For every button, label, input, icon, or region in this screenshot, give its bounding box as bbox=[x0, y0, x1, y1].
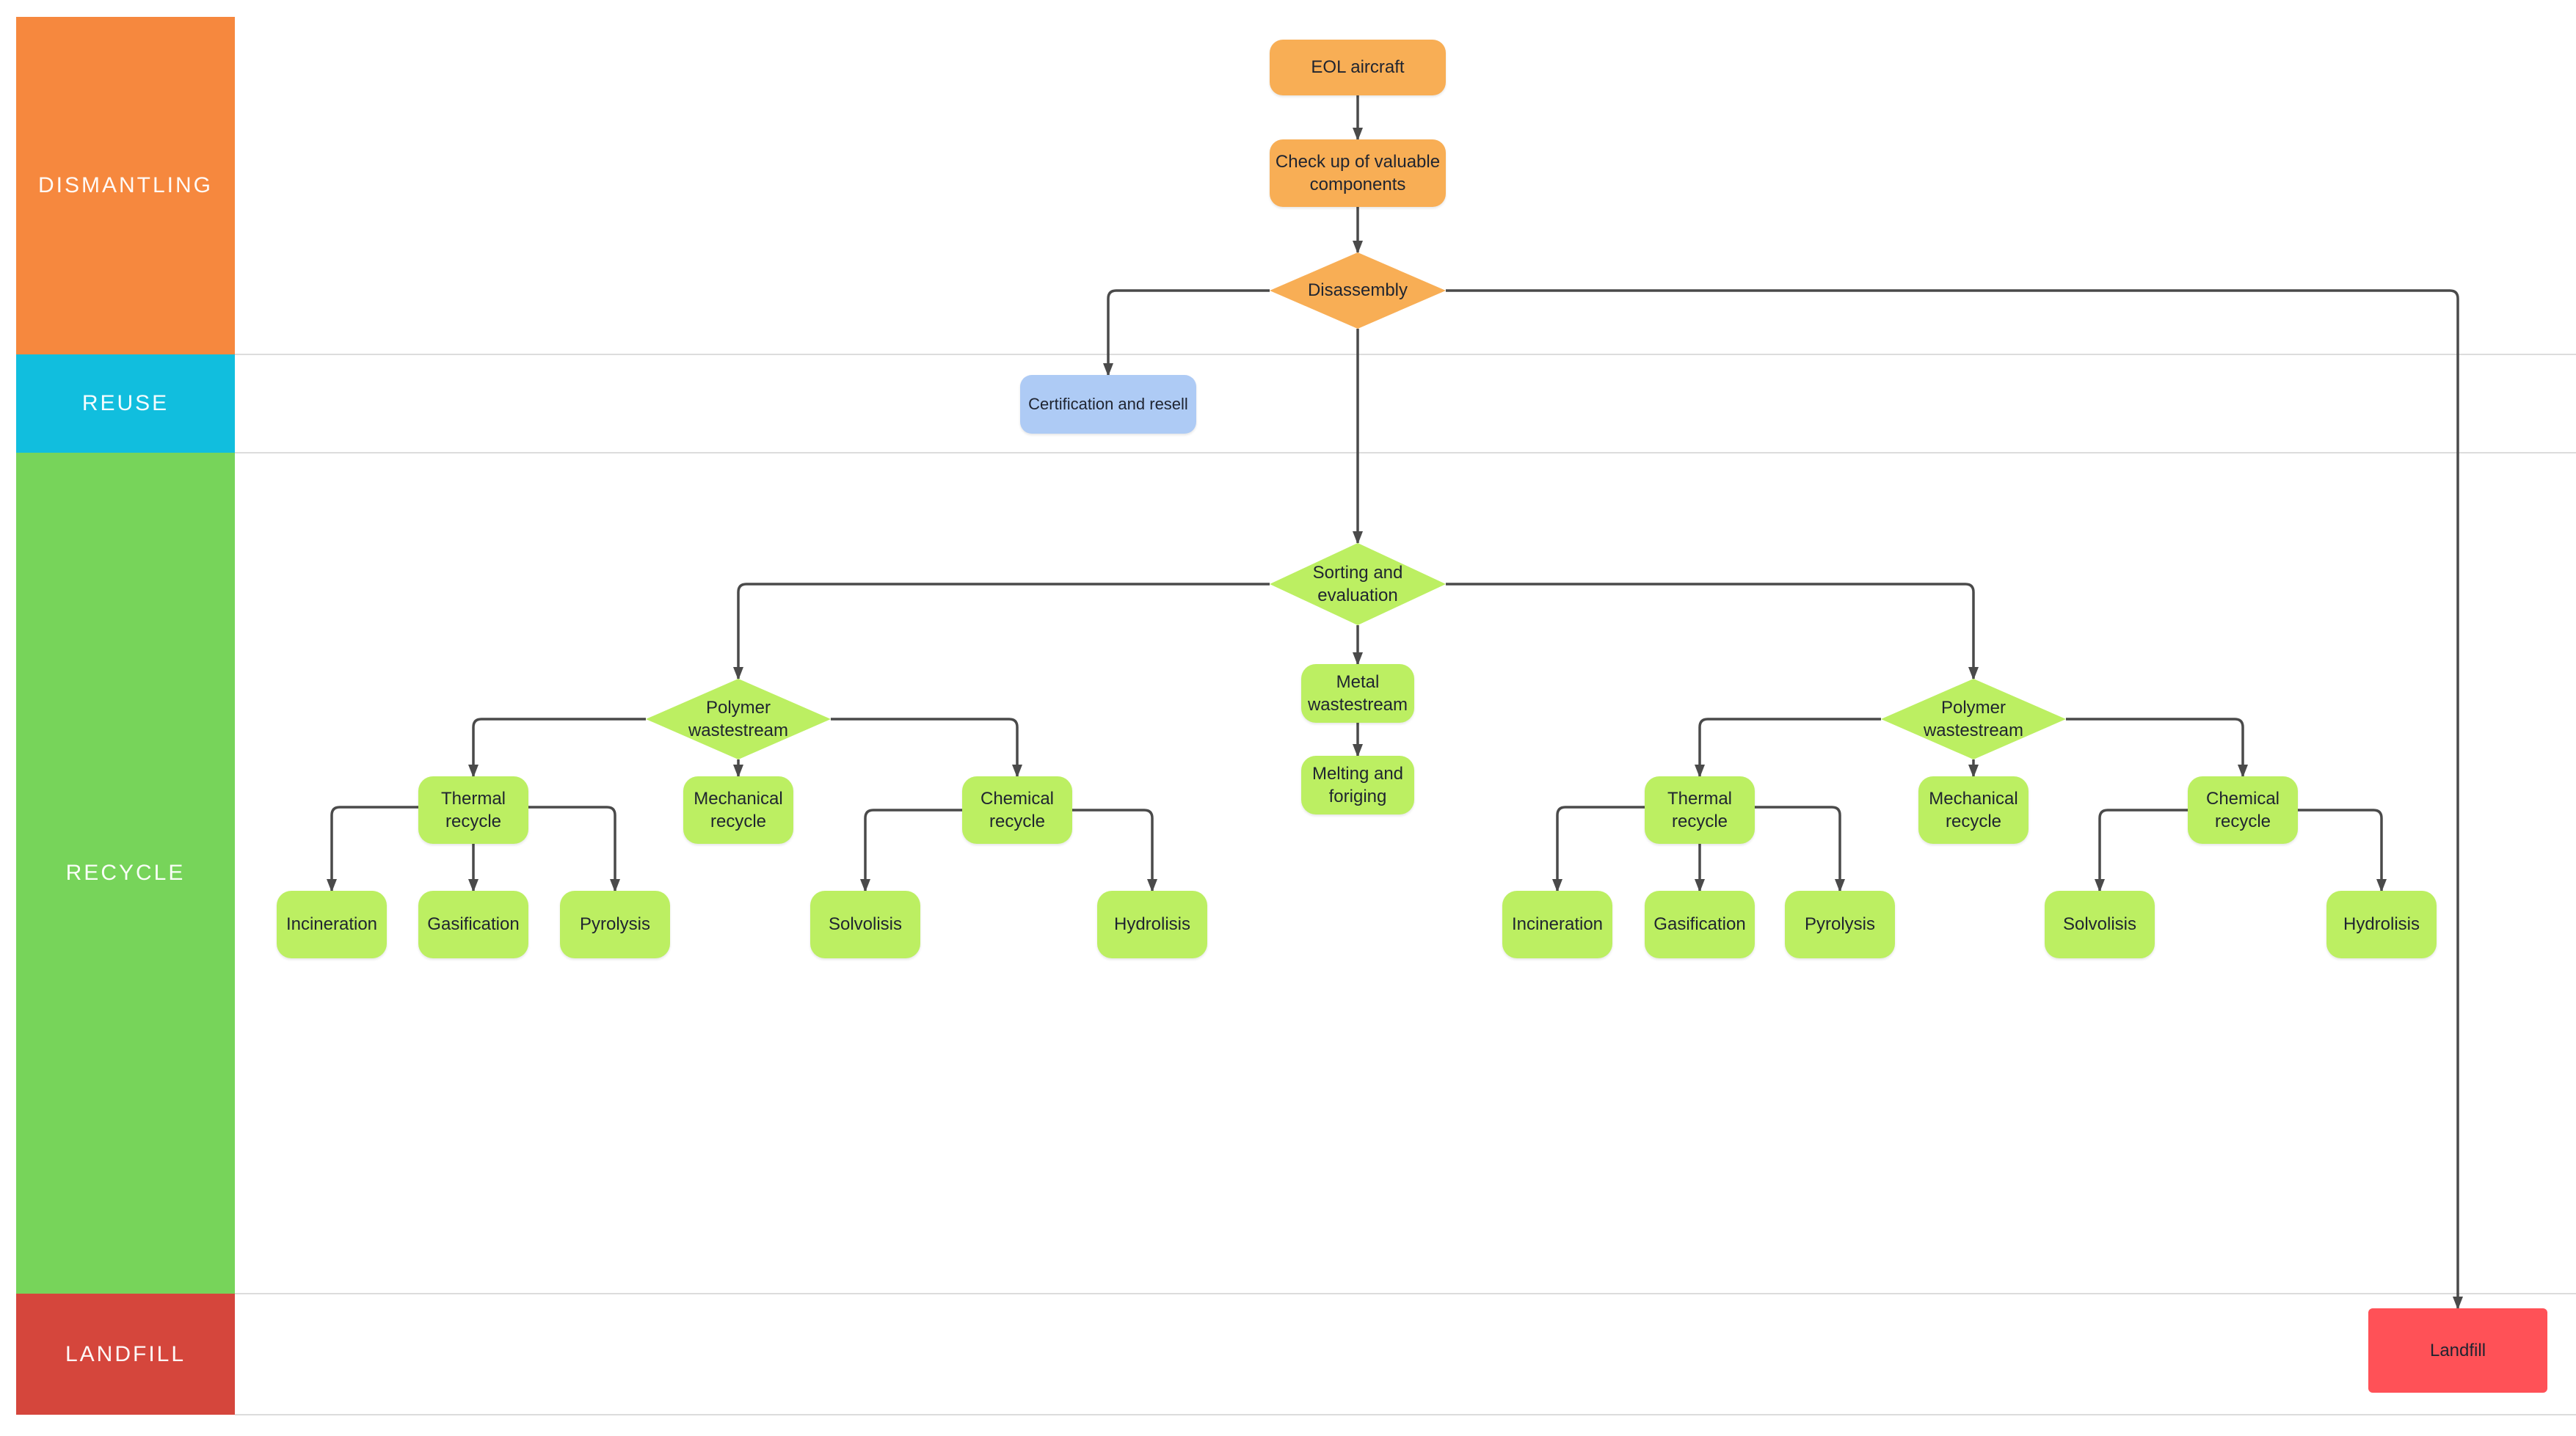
edge-chemical-recycle-right-to-solvolisis-right bbox=[2095, 809, 2188, 892]
edge-thermal-recycle-right-to-pyrolysis-right bbox=[1755, 806, 1845, 892]
node-label: Landfill bbox=[2429, 1340, 2486, 1360]
node-label: Chemical recycle bbox=[980, 788, 1055, 831]
incineration-left-node[interactable]: Incineration bbox=[277, 891, 387, 958]
lane-label: RECYCLE bbox=[65, 861, 186, 885]
edge-thermal-recycle-left-to-incineration-left bbox=[327, 806, 418, 892]
lane-recycle: RECYCLE bbox=[16, 453, 235, 1294]
eol-aircraft-node[interactable]: EOL aircraft bbox=[1270, 40, 1446, 95]
mechanical-recycle-left-node[interactable]: Mechanical recycle bbox=[683, 776, 793, 844]
node-label: Chemical recycle bbox=[2205, 788, 2280, 831]
lane-label: LANDFILL bbox=[65, 1341, 186, 1366]
thermal-recycle-left-node[interactable]: Thermal recycle bbox=[418, 776, 528, 844]
node-label: EOL aircraft bbox=[1311, 57, 1405, 78]
hydrolisis-left-node[interactable]: Hydrolisis bbox=[1097, 891, 1207, 958]
pyrolysis-left-node[interactable]: Pyrolysis bbox=[560, 891, 670, 958]
node-label: Mechanical recycle bbox=[694, 788, 783, 831]
edge-chemical-recycle-left-to-hydrolisis-left bbox=[1072, 809, 1157, 892]
node-label: Pyrolysis bbox=[1804, 914, 1875, 935]
edge-thermal-recycle-right-to-incineration-right bbox=[1552, 806, 1645, 892]
edge-disassembly-to-certification-and-resell bbox=[1103, 289, 1270, 376]
edge-polymer-wastestream-left-to-chemical-recycle-left bbox=[831, 718, 1022, 778]
mechanical-recycle-right-node[interactable]: Mechanical recycle bbox=[1918, 776, 2029, 844]
lane-separator-line bbox=[235, 354, 2576, 355]
thermal-recycle-right-node[interactable]: Thermal recycle bbox=[1645, 776, 1755, 844]
check-up-valuable-node[interactable]: Check up of valuable components bbox=[1270, 139, 1446, 207]
gasification-right-node[interactable]: Gasification bbox=[1645, 891, 1755, 958]
lane-separator-line bbox=[235, 1293, 2576, 1294]
node-label: Hydrolisis bbox=[2343, 914, 2420, 935]
chemical-recycle-right-node[interactable]: Chemical recycle bbox=[2188, 776, 2298, 844]
node-label: Sorting and evaluation bbox=[1312, 562, 1403, 605]
edge-chemical-recycle-right-to-hydrolisis-right bbox=[2298, 809, 2387, 892]
node-label: Polymer wastestream bbox=[688, 697, 789, 740]
node-label: Pyrolysis bbox=[579, 914, 650, 935]
edge-polymer-wastestream-right-to-thermal-recycle-right bbox=[1695, 718, 1881, 778]
edge-polymer-wastestream-left-to-thermal-recycle-left bbox=[468, 718, 646, 778]
landfill-node[interactable]: Landfill bbox=[2368, 1308, 2547, 1393]
lane-label: DISMANTLING bbox=[37, 173, 214, 197]
node-label: Gasification bbox=[427, 914, 520, 935]
node-label: Thermal recycle bbox=[440, 788, 506, 831]
node-label: Check up of valuable components bbox=[1275, 151, 1441, 194]
node-label: Thermal recycle bbox=[1667, 788, 1733, 831]
hydrolisis-right-node[interactable]: Hydrolisis bbox=[2326, 891, 2437, 958]
node-label: Disassembly bbox=[1307, 280, 1408, 301]
node-label: Hydrolisis bbox=[1113, 914, 1190, 935]
lane-label: REUSE bbox=[81, 391, 170, 415]
edge-chemical-recycle-left-to-solvolisis-left bbox=[860, 809, 962, 892]
edge-sorting-and-evaluation-to-polymer-wastestream-right bbox=[1446, 583, 1979, 680]
node-label: Solvolisis bbox=[828, 914, 903, 935]
node-label: Incineration bbox=[1511, 914, 1604, 935]
lane-separator-line bbox=[235, 1414, 2576, 1415]
lane-reuse: REUSE bbox=[16, 354, 235, 453]
solvolisis-left-node[interactable]: Solvolisis bbox=[810, 891, 920, 958]
node-label: Certification and resell bbox=[1028, 394, 1188, 413]
incineration-right-node[interactable]: Incineration bbox=[1502, 891, 1612, 958]
edge-polymer-wastestream-right-to-chemical-recycle-right bbox=[2066, 718, 2248, 778]
solvolisis-right-node[interactable]: Solvolisis bbox=[2045, 891, 2155, 958]
edge-sorting-and-evaluation-to-polymer-wastestream-left bbox=[733, 583, 1270, 680]
melting-and-foriging-node[interactable]: Melting and foriging bbox=[1301, 756, 1414, 814]
pyrolysis-right-node[interactable]: Pyrolysis bbox=[1785, 891, 1895, 958]
node-label: Gasification bbox=[1653, 914, 1746, 935]
node-label: Polymer wastestream bbox=[1923, 697, 2024, 740]
edge-thermal-recycle-left-to-pyrolysis-left bbox=[528, 806, 620, 892]
node-label: Melting and foriging bbox=[1311, 763, 1404, 806]
node-label: Mechanical recycle bbox=[1929, 788, 2018, 831]
chemical-recycle-left-node[interactable]: Chemical recycle bbox=[962, 776, 1072, 844]
node-label: Metal wastestream bbox=[1307, 671, 1408, 715]
node-label: Incineration bbox=[285, 914, 378, 935]
certification-and-resell-node[interactable]: Certification and resell bbox=[1020, 375, 1196, 434]
edge-disassembly-to-landfill bbox=[1446, 289, 2463, 1310]
lane-separator-line bbox=[235, 452, 2576, 453]
metal-wastestream-node[interactable]: Metal wastestream bbox=[1301, 664, 1414, 723]
lane-landfill: LANDFILL bbox=[16, 1294, 235, 1415]
node-label: Solvolisis bbox=[2062, 914, 2137, 935]
lane-dismantling: DISMANTLING bbox=[16, 17, 235, 354]
gasification-left-node[interactable]: Gasification bbox=[418, 891, 528, 958]
